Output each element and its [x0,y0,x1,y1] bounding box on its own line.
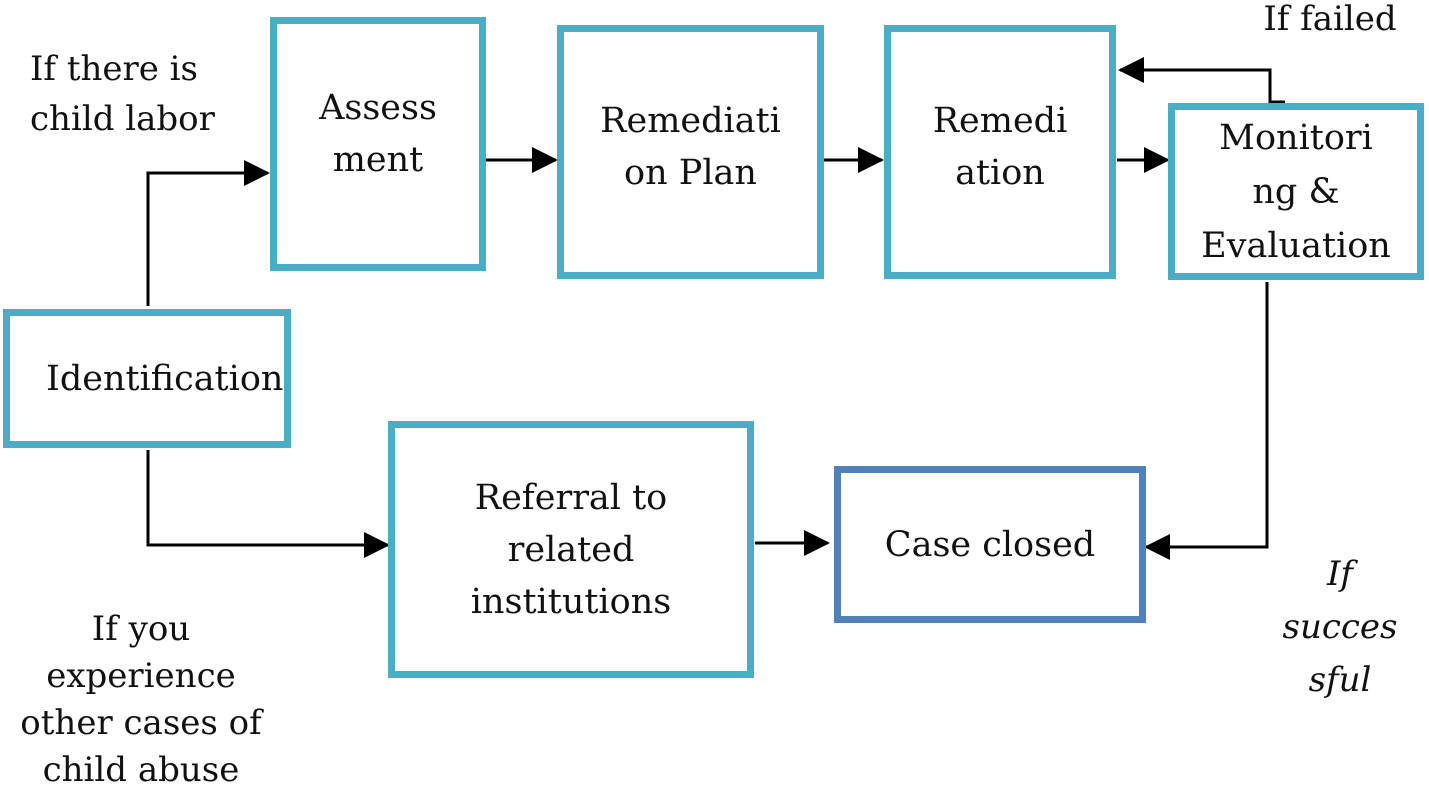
label-if-child-labor-line: child labor [30,99,215,139]
node-remediation-text-line: ation [955,153,1045,193]
node-monitoring-evaluation-text-line: ng & [1252,171,1340,212]
label-if-successful-line: sful [1308,660,1372,700]
node-referral-text: Referral to related institutions [471,472,671,628]
node-case-closed: Case closed [834,466,1146,623]
node-monitoring-evaluation: Monitori ng & Evaluation [1168,103,1424,280]
arrowhead-monitoring [1144,147,1170,173]
node-case-closed-text: Case closed [885,519,1095,571]
node-referral-text-line: institutions [470,581,672,622]
arrowhead-failed-loop [1118,57,1144,83]
arrowhead-referral [364,532,390,558]
arrowhead-assessment [244,160,270,186]
node-referral: Referral to related institutions [388,421,754,678]
node-identification: Identification [3,309,291,448]
node-remediation-text-line: Remedi [932,101,1068,141]
node-identification-text: Identification [46,353,283,405]
label-if-failed-line: If failed [1263,0,1397,39]
arrowhead-remediation [858,147,884,173]
label-if-other-abuse-line: If you [91,609,191,649]
label-if-successful-line: succes [1282,607,1398,647]
connector-monitoring-to-case-closed [1146,282,1269,549]
arrowhead-case-closed-from-referral [804,530,830,556]
node-remediation-plan-text-line: Remediati [600,101,781,141]
node-remediation-text: Remedi ation [933,95,1068,199]
node-remediation-plan: Remediati on Plan [557,25,824,279]
label-if-other-abuse-line: other cases of [20,703,262,743]
node-monitoring-evaluation-text: Monitori ng & Evaluation [1201,111,1391,273]
node-referral-text-line: Referral to [474,477,668,518]
node-referral-text-line: related [507,529,635,570]
node-assessment-text: Assess ment [319,82,437,186]
label-if-successful: If succes sful [1270,548,1410,707]
connector-identification-to-referral [146,450,388,547]
arrowhead-plan [532,147,558,173]
node-remediation: Remedi ation [884,25,1116,279]
label-if-other-abuse-line: experience [46,656,236,696]
label-if-child-labor-line: If there is [30,49,199,89]
node-remediation-plan-text-line: on Plan [624,153,757,193]
label-if-other-abuse-line: child abuse [42,750,240,790]
label-if-successful-line: If [1326,554,1353,594]
label-if-child-labor: If there is child labor [30,44,250,144]
label-if-failed: If failed [1250,0,1410,44]
node-remediation-plan-text: Remediati on Plan [600,95,781,199]
connector-monitoring-failed-loop [1120,68,1285,104]
node-assessment: Assess ment [270,17,486,271]
label-if-other-abuse: If you experience other cases of child abus… [0,606,282,794]
connector-identification-to-assessment [146,171,268,306]
node-monitoring-evaluation-text-line: Evaluation [1201,225,1391,266]
node-assessment-text-line: ment [332,140,424,180]
node-monitoring-evaluation-text-line: Monitori [1219,117,1373,158]
arrowhead-case-closed-from-monitoring [1144,534,1170,560]
node-assessment-text-line: Assess [319,88,437,128]
node-case-closed-text-line: Case closed [884,524,1096,565]
node-identification-text-line: Identification [46,358,284,399]
